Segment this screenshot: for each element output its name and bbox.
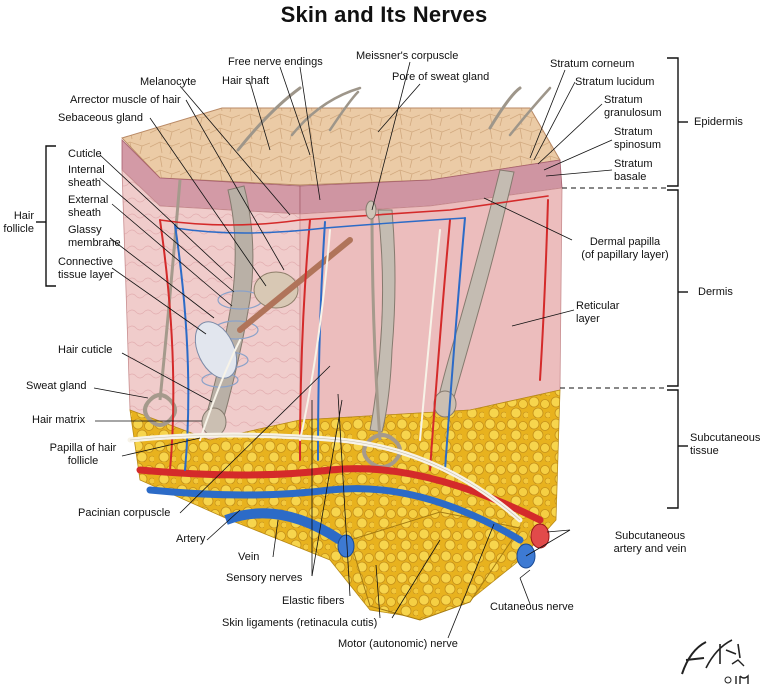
hairs xyxy=(236,86,552,152)
veins xyxy=(146,217,524,544)
label-hair-follicle: Hair follicle xyxy=(3,210,34,235)
label-elastic-fibers: Elastic fibers xyxy=(282,595,345,607)
label-connective-tissue-layer: Connective tissue layer xyxy=(58,256,114,281)
label-stratum-basale: Stratum basale xyxy=(614,158,653,183)
label-reticular-layer: Reticular layer xyxy=(576,300,620,325)
label-stratum-granulosum: Stratum granulosum xyxy=(604,94,662,119)
label-motor-nerve: Motor (autonomic) nerve xyxy=(338,638,458,650)
label-sebaceous-gland: Sebaceous gland xyxy=(58,112,144,124)
label-hair-cuticle: Hair cuticle xyxy=(58,344,113,356)
label-internal-sheath: Internal sheath xyxy=(68,164,105,189)
label-pore-of-sweat-gland: Pore of sweat gland xyxy=(392,71,490,83)
pacinian-corpuscle-shape xyxy=(194,321,238,379)
label-subcutaneous-artery-vein: Subcutaneous artery and vein xyxy=(613,530,687,555)
label-pacinian-corpuscle: Pacinian corpuscle xyxy=(78,507,171,519)
label-papilla-of-hair-follicle: Papilla of hair follicle xyxy=(49,442,117,467)
label-meissners-corpuscle: Meissner's corpuscle xyxy=(356,50,459,62)
label-hair-shaft: Hair shaft xyxy=(222,75,270,87)
label-sensory-nerves: Sensory nerves xyxy=(226,572,303,584)
label-arrector-muscle: Arrector muscle of hair xyxy=(70,94,181,106)
sebaceous-gland xyxy=(253,271,299,309)
label-dermis: Dermis xyxy=(698,286,733,298)
label-sweat-gland: Sweat gland xyxy=(26,380,87,392)
arrector-muscle xyxy=(237,237,353,333)
label-dermal-papilla: Dermal papilla (of papillary layer) xyxy=(581,236,669,261)
label-melanocyte: Melanocyte xyxy=(140,76,197,88)
fat-lobule xyxy=(349,511,521,621)
label-glassy-membrane: Glassy membrane xyxy=(68,224,121,249)
page-title: Skin and Its Nerves xyxy=(280,2,488,27)
label-free-nerve-endings: Free nerve endings xyxy=(228,56,323,68)
artist-signature xyxy=(681,639,749,684)
label-vein: Vein xyxy=(238,551,260,563)
label-artery: Artery xyxy=(176,533,206,545)
label-external-sheath: External sheath xyxy=(68,194,109,219)
label-hair-matrix: Hair matrix xyxy=(32,414,86,426)
label-cuticle: Cuticle xyxy=(68,148,102,160)
label-stratum-spinosum: Stratum spinosum xyxy=(614,126,662,151)
label-stratum-lucidum: Stratum lucidum xyxy=(575,76,655,88)
label-stratum-corneum: Stratum corneum xyxy=(550,58,635,70)
label-epidermis: Epidermis xyxy=(694,116,743,128)
label-cutaneous-nerve: Cutaneous nerve xyxy=(490,601,574,613)
label-subcutaneous-tissue: Subcutaneous tissue xyxy=(690,432,761,457)
label-skin-ligaments: Skin ligaments (retinacula cutis) xyxy=(222,617,378,629)
